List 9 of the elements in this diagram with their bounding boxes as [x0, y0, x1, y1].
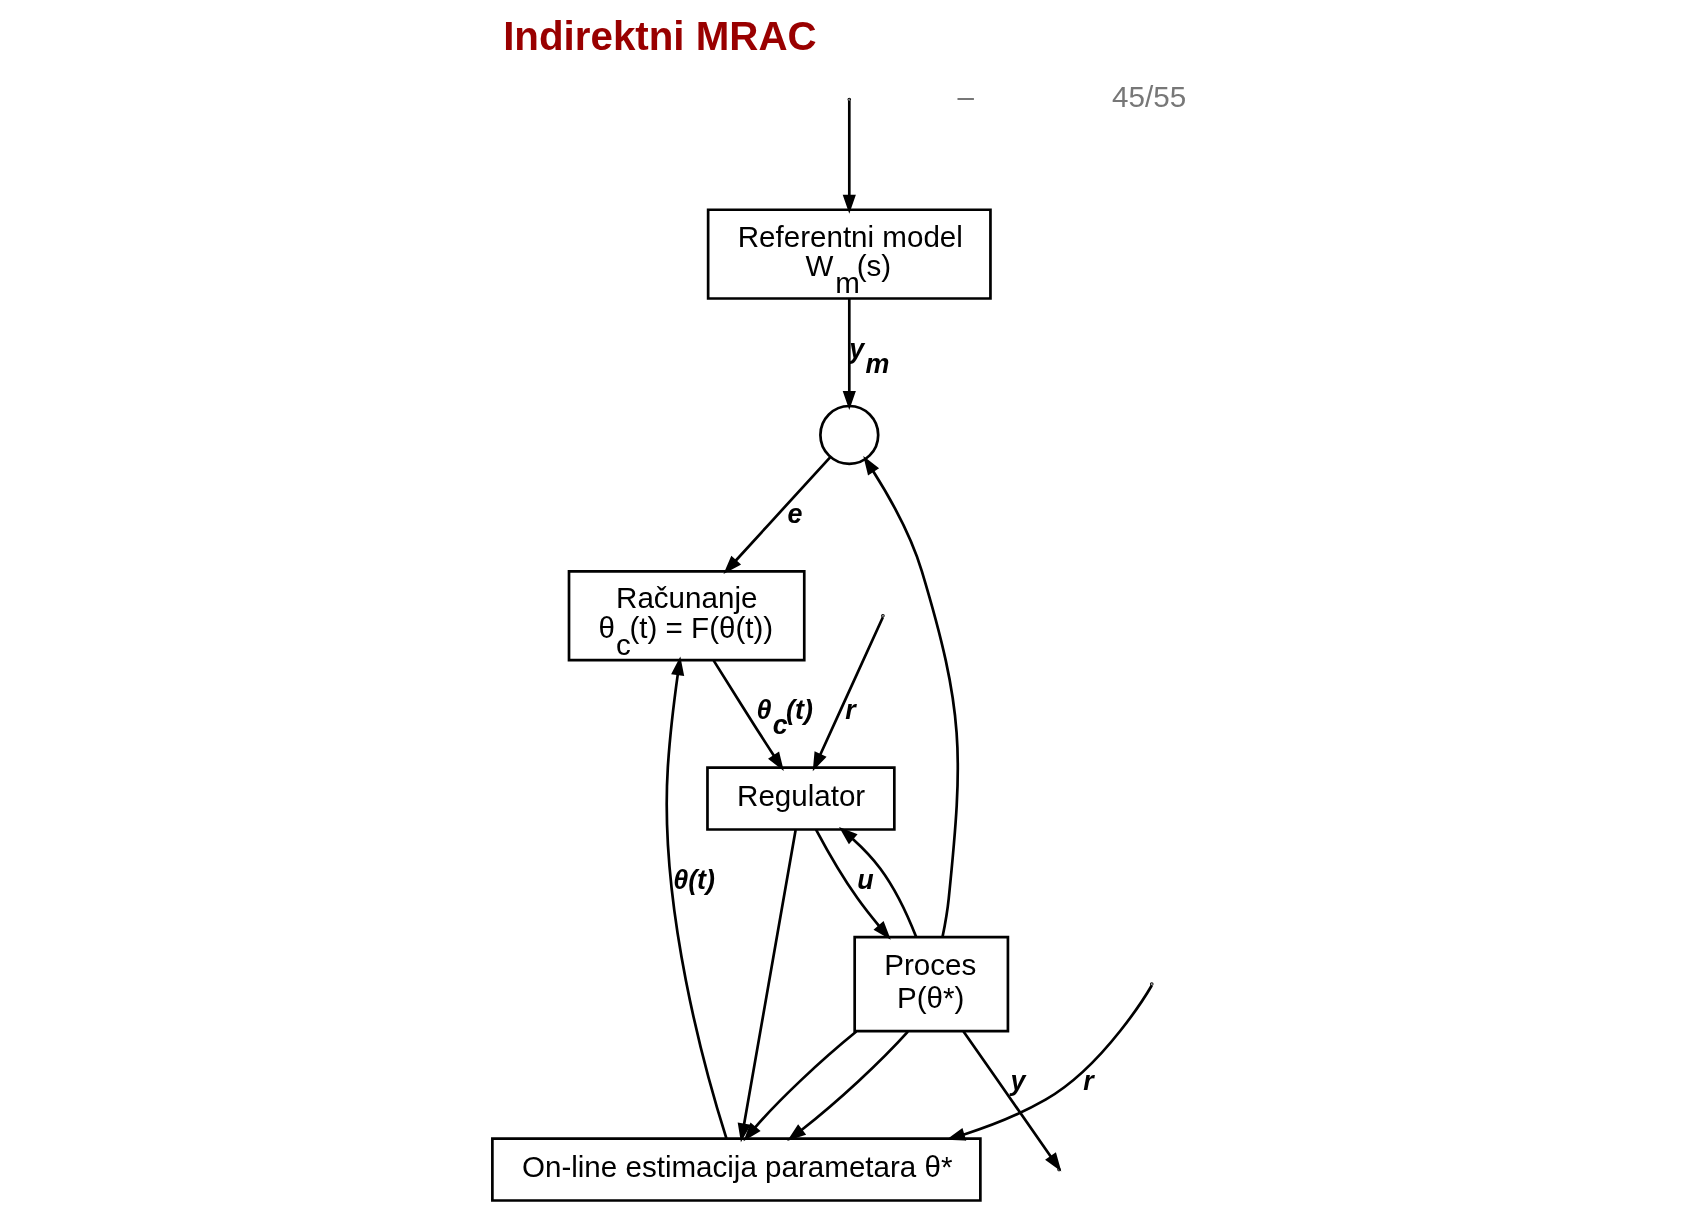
edge-label: θ(t)	[673, 864, 716, 895]
edge-label: y	[1010, 1066, 1026, 1097]
edge-label: u	[857, 864, 874, 895]
edge-label: r	[845, 695, 856, 726]
diagram-title: Indirektni MRAC	[503, 12, 817, 59]
edge-label: r	[1083, 1066, 1094, 1097]
label: 45/55	[1112, 80, 1187, 114]
edge-label: e	[787, 498, 803, 529]
label: –	[957, 80, 974, 114]
